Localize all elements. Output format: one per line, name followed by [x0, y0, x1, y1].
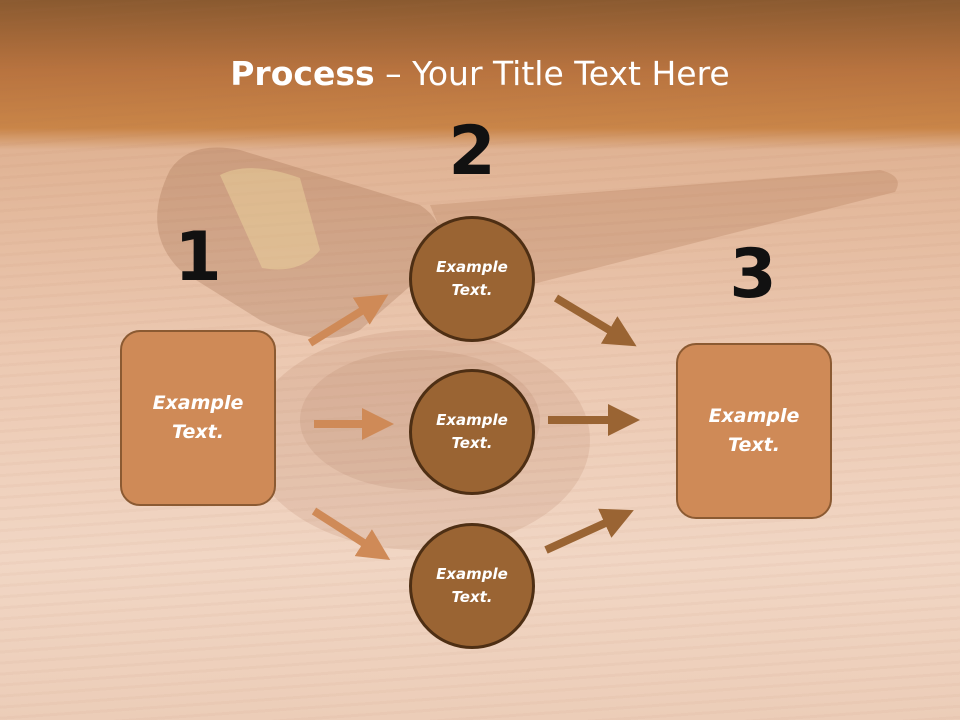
step-3-box[interactable]: Example Text. [676, 343, 832, 519]
title-rest: – Your Title Text Here [374, 54, 730, 93]
step-2-circle-2[interactable]: Example Text. [409, 369, 535, 495]
step-2-circle-3[interactable]: Example Text. [409, 523, 535, 649]
step-number-3: 3 [729, 235, 777, 314]
step-2-circle-1[interactable]: Example Text. [409, 216, 535, 342]
step-2-circle-2-text: Example Text. [436, 411, 508, 452]
arrow-1-to-2-bottom [311, 507, 391, 560]
step-number-1: 1 [174, 218, 222, 297]
arrow-2-top-to-3 [553, 294, 637, 347]
step-2-circle-3-text: Example Text. [436, 565, 508, 606]
step-number-2: 2 [448, 112, 496, 191]
step-2-circle-1-text: Example Text. [436, 258, 508, 299]
step-3-text: Example Text. [708, 405, 800, 456]
arrow-1-to-2-top [307, 294, 389, 347]
arrow-2-bottom-to-3 [544, 508, 634, 554]
title-bold: Process [230, 54, 375, 93]
step-1-box[interactable]: Example Text. [120, 330, 276, 506]
slide-title: Process – Your Title Text Here [0, 52, 960, 96]
step-1-text: Example Text. [152, 392, 244, 443]
